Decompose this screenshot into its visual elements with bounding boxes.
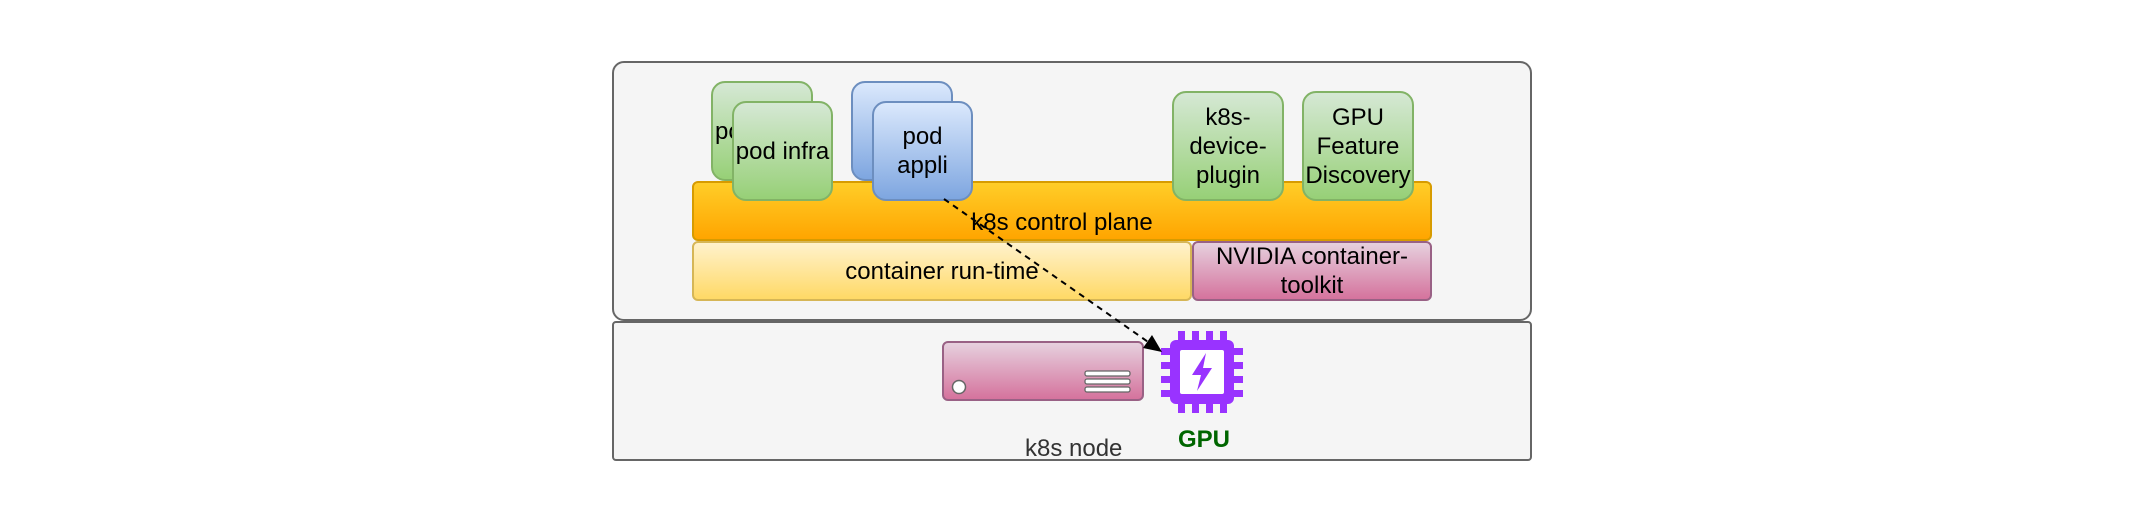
gpu-feature-discovery-box: GPU Feature Discovery [1302,91,1414,201]
pod-appli-front-box: pod appli [872,101,973,201]
container-runtime-box: container run-time [692,241,1192,301]
pod-appli-front-label: pod appli [897,123,948,179]
k8s-device-plugin-label: k8s-device-plugin [1189,103,1267,189]
server-box [942,341,1144,401]
server-icon [951,370,1131,395]
gpu-label: GPU [1178,426,1231,453]
control-plane-label: k8s control plane [971,208,1153,236]
k8s-device-plugin-box: k8s-device-plugin [1172,91,1284,201]
gpu-feature-discovery-label: GPU Feature Discovery [1305,103,1411,189]
nvidia-toolkit-box: NVIDIA container-toolkit [1192,241,1432,301]
lightning-icon [1192,353,1212,391]
gpu-chip-icon [1161,331,1243,413]
pod-infra-front-box: pod infra [732,101,833,201]
nvidia-toolkit-label: NVIDIA container-toolkit [1215,243,1409,299]
container-runtime-label: container run-time [845,257,1039,285]
k8s-node-label: k8s node [1025,435,1123,462]
pod-infra-front-label: pod infra [735,137,830,165]
